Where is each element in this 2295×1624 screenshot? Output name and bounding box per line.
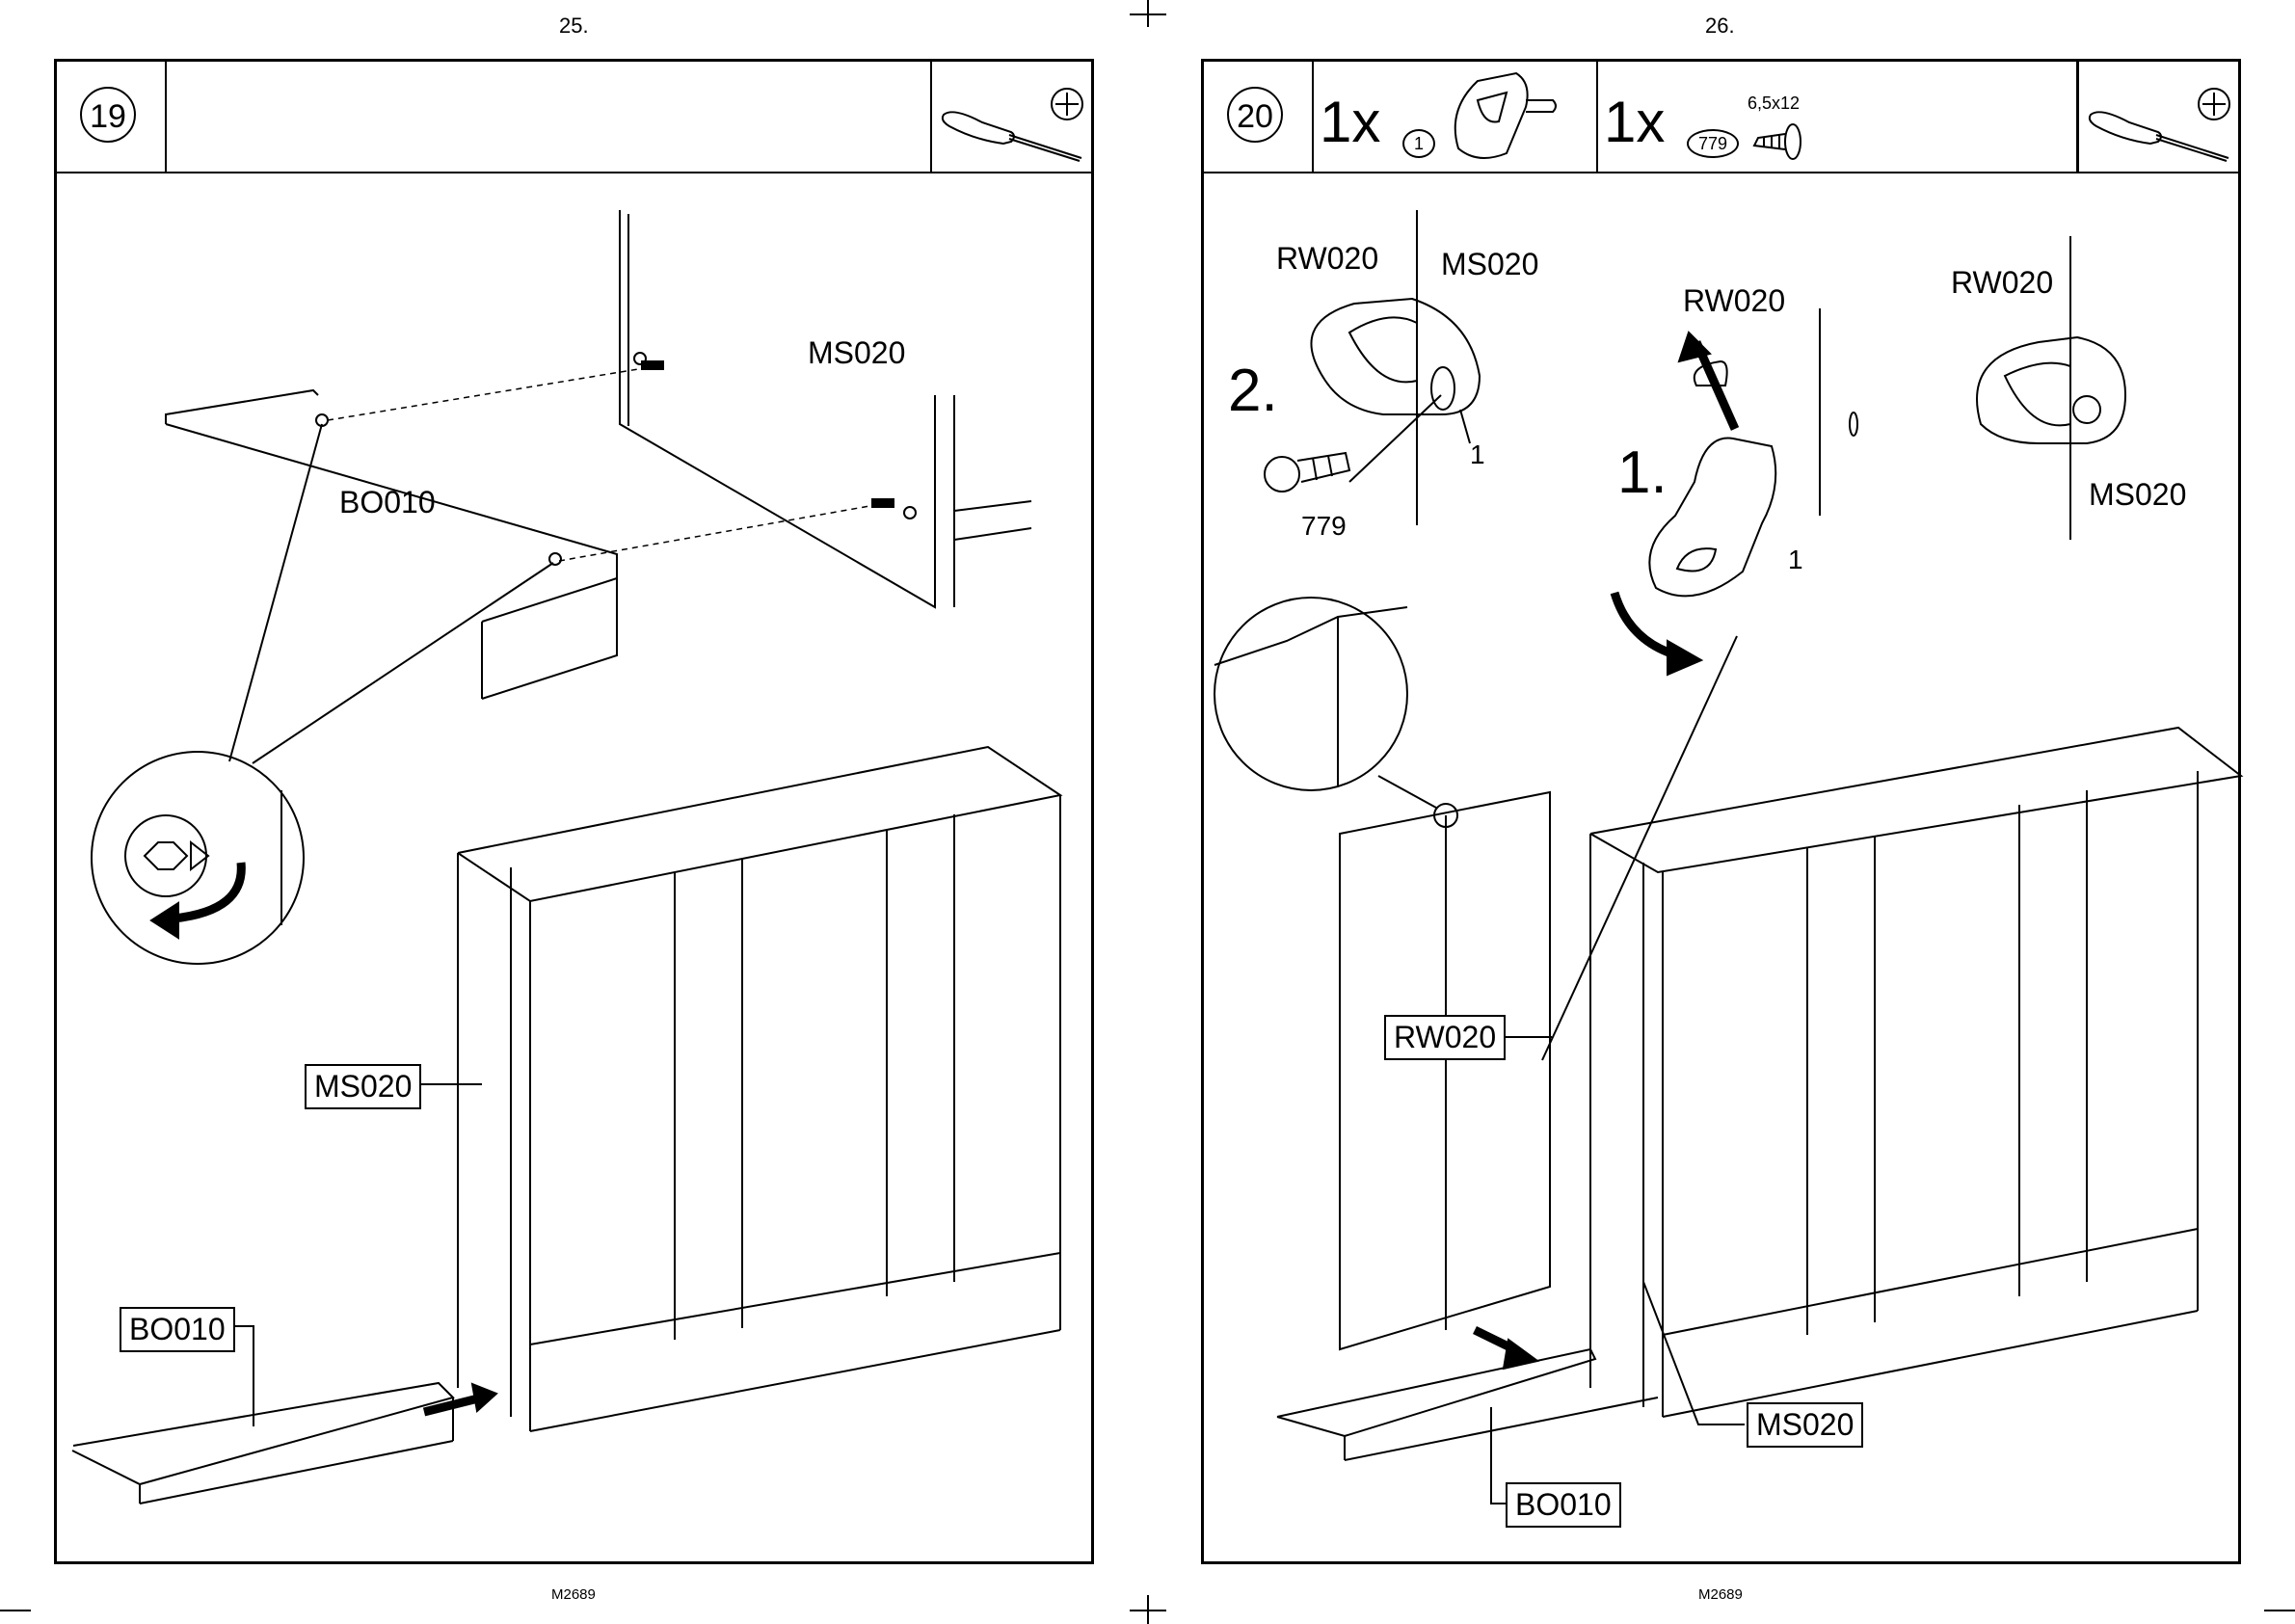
- step-2-marker: 2.: [1228, 357, 1278, 425]
- bottom-board: [1277, 1349, 1595, 1436]
- label-rw020: RW020: [1276, 241, 1378, 277]
- label-ms020-boxed: MS020: [1747, 1402, 1863, 1448]
- label-part-1: 1: [1470, 439, 1485, 470]
- wardrobe-carcass: [1590, 728, 2241, 872]
- leader-line: [1491, 1407, 1506, 1504]
- screw-779: [1265, 457, 1299, 492]
- callout-line: [1542, 636, 1737, 1060]
- label-part-1: 1: [1788, 545, 1803, 575]
- magnifier-detail: [1214, 598, 1407, 790]
- label-rw020-boxed: RW020: [1384, 1015, 1506, 1060]
- bracket-detail: [1977, 337, 2125, 443]
- bracket-detail: [1649, 439, 1775, 597]
- label-ms020: MS020: [2089, 477, 2186, 513]
- label-screw-779: 779: [1301, 511, 1347, 542]
- label-rw020: RW020: [1683, 283, 1785, 319]
- label-rw020: RW020: [1951, 265, 2053, 301]
- label-ms020: MS020: [1441, 247, 1538, 282]
- step-1-marker: 1.: [1617, 439, 1668, 507]
- label-bo010-boxed: BO010: [1506, 1482, 1621, 1528]
